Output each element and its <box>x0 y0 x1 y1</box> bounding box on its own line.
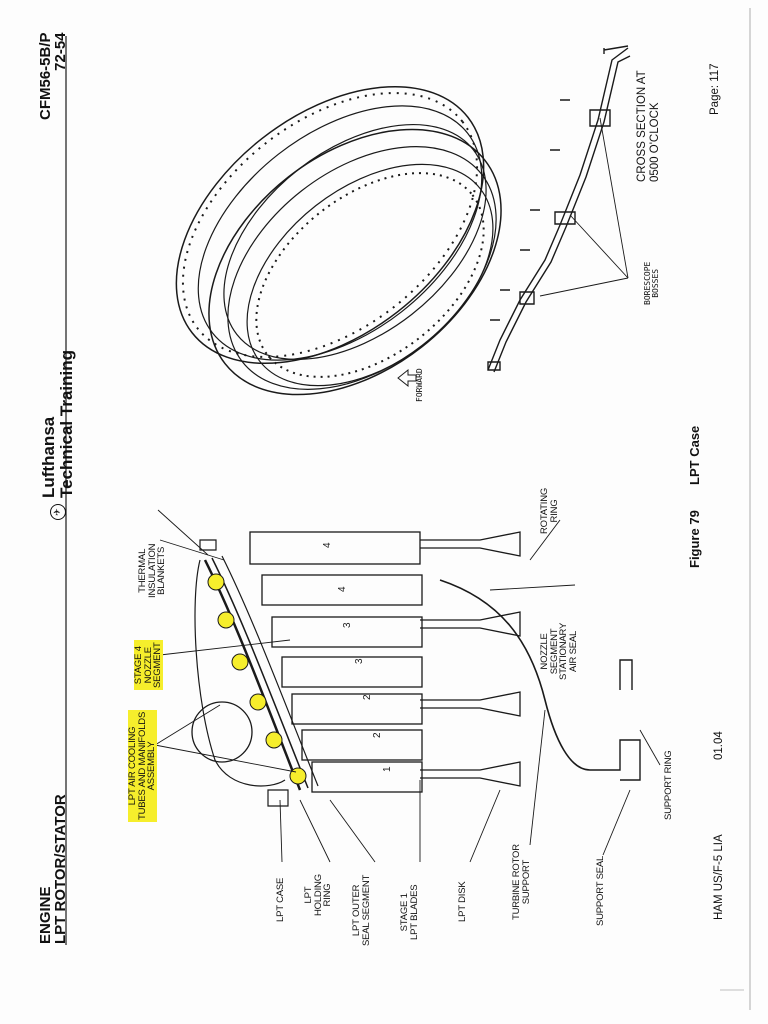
forward-arrow-icon <box>397 368 417 388</box>
borescope-leaders <box>539 117 629 297</box>
stage-number: 2 <box>372 732 383 738</box>
label-cooling-tubes: LPT AIR COOLING TUBES AND MANIFOLDS ASSE… <box>127 709 157 822</box>
label-lpt-case: LPT CASE <box>275 877 286 922</box>
stage-number: 4 <box>322 542 333 548</box>
label-rotor-support: TURBINE ROTOR SUPPORT <box>511 844 532 920</box>
brand-block: ✈ Lufthansa Technical Training <box>39 350 76 520</box>
engine-model: CFM56-5B/P <box>37 32 54 120</box>
cooling-tube-highlights <box>207 573 307 785</box>
footer-revision: 01.04 <box>713 731 725 760</box>
figure-caption: Figure 79 LPT Case <box>687 425 702 568</box>
label-rotating-ring: ROTATING RING <box>539 487 560 534</box>
stage-number: 3 <box>354 658 365 664</box>
brand-line2: Technical Training <box>56 350 76 498</box>
cross-section-profile <box>487 45 631 373</box>
label-support-seal: SUPPORT SEAL <box>595 855 606 926</box>
stage-number: 4 <box>337 586 348 592</box>
label-support-ring: SUPPORT RING <box>663 750 674 820</box>
doc-ref: CFM56-5B/P 72-54 <box>37 32 69 120</box>
label-holding-ring: LPT HOLDING RING <box>303 874 333 916</box>
blade-stage4 <box>249 531 421 565</box>
manifold-tube <box>191 701 253 763</box>
label-thermal-blankets: THERMAL INSULATION BLANKETS <box>137 543 167 598</box>
header-title: ENGINE LPT ROTOR/STATOR <box>37 794 69 944</box>
label-cross-section: CROSS SECTION AT 0500 O'CLOCK <box>636 70 662 182</box>
chapter-number: 72-54 <box>52 32 69 71</box>
label-stage4-nozzle: STAGE 4 NOZZLE SEGMENT <box>133 640 163 690</box>
page-number: Page: 117 <box>709 63 721 115</box>
figure-title: LPT Case <box>687 425 702 485</box>
label-outer-seal: LPT OUTER SEAL SEGMENT <box>351 874 372 946</box>
label-nozzle-seal: NOZZLE SEGMENT STATIONARY AIR SEAL <box>539 622 579 680</box>
stage-number: 3 <box>342 622 353 628</box>
label-lpt-disk: LPT DISK <box>457 881 468 922</box>
section-leaders <box>154 509 661 863</box>
label-borescope-bosses: BORESCOPE BOSSES <box>643 261 660 305</box>
figure-number: Figure 79 <box>687 510 702 568</box>
lpt-case-ring-illustration <box>175 85 502 396</box>
label-forward: FORWARD <box>415 368 424 402</box>
blade-stage1 <box>311 761 423 793</box>
label-stage1-blades: STAGE 1 LPT BLADES <box>399 884 420 940</box>
footer-org: HAM US/F-5 LIA <box>713 834 725 920</box>
brand-line1: Lufthansa <box>39 416 58 498</box>
lufthansa-crane-icon: ✈ <box>49 504 66 520</box>
stage-number: 1 <box>382 766 393 772</box>
stage-number: 2 <box>362 694 373 700</box>
rotor-stator-section <box>191 531 641 807</box>
